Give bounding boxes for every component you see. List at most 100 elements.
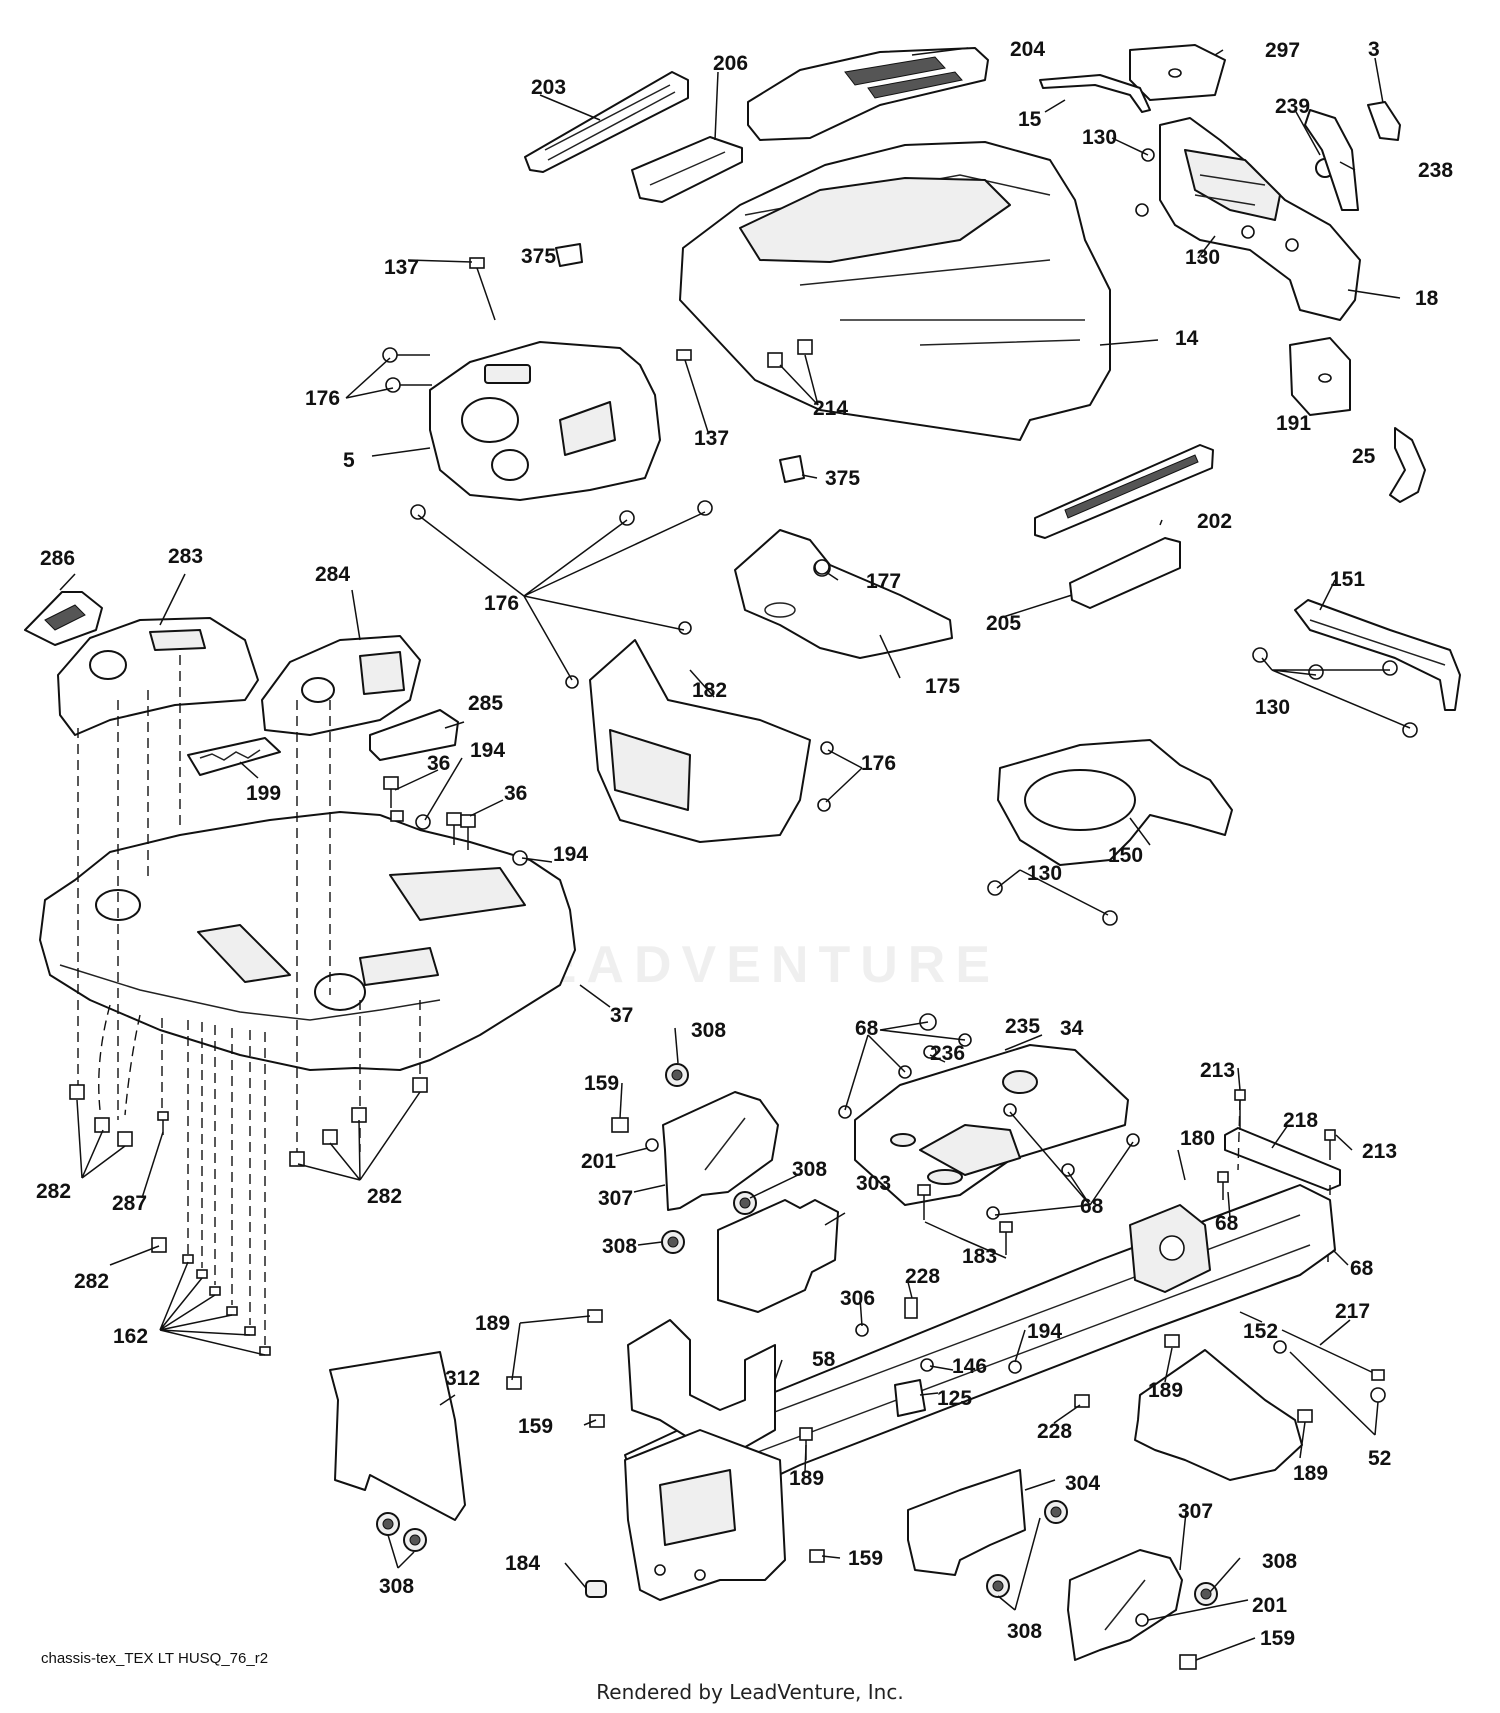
callout-159-b: 159 [518, 1415, 553, 1438]
callout-68-a: 68 [855, 1017, 879, 1040]
callout-283: 283 [168, 545, 203, 568]
callout-18: 18 [1415, 287, 1439, 310]
part-5-dash [429, 341, 661, 501]
part-177-nut [814, 559, 830, 575]
callout-235: 235 [1005, 1015, 1040, 1038]
part-304-bracket [907, 1469, 1026, 1576]
callout-307-a: 307 [598, 1187, 633, 1210]
watermark: LEADVENTURE [499, 936, 1001, 994]
callout-375-b: 375 [825, 467, 860, 490]
callout-180: 180 [1180, 1127, 1215, 1150]
part-284-cover [261, 635, 421, 736]
part-228-306-194-146-125 [855, 1297, 1090, 1417]
callout-297: 297 [1265, 39, 1300, 62]
callout-203: 203 [531, 76, 566, 99]
diagram-name: chassis-tex_TEX LT HUSQ_76_r2 [41, 1650, 269, 1667]
callout-labels: 203 206 204 297 3 15 239 130 238 130 18 … [36, 38, 1453, 1650]
part-308-knobs [376, 1063, 1218, 1606]
callout-189-c: 189 [789, 1467, 824, 1490]
callout-308-f: 308 [1007, 1620, 1042, 1643]
part-307-bracket [662, 1091, 1183, 1661]
callout-189-d: 189 [1293, 1462, 1328, 1485]
callout-182: 182 [692, 679, 727, 702]
callout-213-a: 213 [1200, 1059, 1235, 1082]
callout-201-a: 201 [581, 1150, 616, 1173]
callout-308-a: 308 [691, 1019, 726, 1042]
callout-202: 202 [1197, 510, 1232, 533]
callout-194-a: 194 [470, 739, 505, 762]
part-130-bolts [987, 148, 1418, 926]
part-312-plate [329, 1351, 466, 1521]
callout-125: 125 [937, 1387, 972, 1410]
callout-282-b: 282 [367, 1185, 402, 1208]
part-199-insert [187, 737, 281, 776]
callout-130-c: 130 [1255, 696, 1290, 719]
part-184-bumper [585, 1580, 607, 1598]
callout-176-c: 176 [861, 752, 896, 775]
part-18-front [1159, 117, 1361, 321]
part-58-frame [624, 1319, 786, 1601]
part-217-rod [1273, 1329, 1386, 1403]
callout-282-c: 282 [74, 1270, 109, 1293]
part-287-screw [157, 1111, 169, 1135]
part-238-light [1304, 109, 1359, 211]
callout-151: 151 [1330, 568, 1365, 591]
callout-312: 312 [445, 1367, 480, 1390]
callout-214: 214 [813, 397, 848, 420]
callout-68-d: 68 [1350, 1257, 1374, 1280]
callout-204: 204 [1010, 38, 1045, 61]
callout-162: 162 [113, 1325, 148, 1348]
part-150-shroud [997, 739, 1233, 866]
callout-25: 25 [1352, 445, 1376, 468]
callout-130-b: 130 [1185, 246, 1220, 269]
part-151-bracket [1294, 599, 1461, 711]
callout-150: 150 [1108, 844, 1143, 867]
part-201-159-hardware [589, 1117, 1197, 1670]
part-214-clips [767, 339, 813, 368]
callout-176-a: 176 [305, 387, 340, 410]
part-285-bracket [369, 709, 459, 761]
part-36-bolts [383, 776, 528, 866]
callout-177: 177 [866, 570, 901, 593]
callout-306: 306 [840, 1287, 875, 1310]
part-152-shield [1134, 1349, 1303, 1481]
callout-130-d: 130 [1027, 862, 1062, 885]
callout-183: 183 [962, 1245, 997, 1268]
callout-36-b: 36 [504, 782, 527, 805]
callout-52: 52 [1368, 1447, 1391, 1470]
callout-304: 304 [1065, 1472, 1100, 1495]
part-15-strip [1039, 74, 1151, 113]
part-375-clip [555, 243, 805, 483]
callout-14: 14 [1175, 327, 1199, 350]
part-282-clips [69, 1077, 428, 1253]
callout-159-a: 159 [584, 1072, 619, 1095]
callout-228-a: 228 [905, 1265, 940, 1288]
part-137-pins [469, 257, 692, 361]
callout-175: 175 [925, 675, 960, 698]
callout-307-b: 307 [1178, 1500, 1213, 1523]
callout-36-a: 36 [427, 752, 450, 775]
callout-375-a: 375 [521, 245, 556, 268]
callout-213-b: 213 [1362, 1140, 1397, 1163]
callout-218: 218 [1283, 1109, 1318, 1132]
callout-303: 303 [856, 1172, 891, 1195]
part-34-plate [854, 1044, 1129, 1206]
part-14-hood [679, 141, 1111, 441]
callout-217: 217 [1335, 1300, 1370, 1323]
callout-5: 5 [343, 449, 355, 472]
callout-152: 152 [1243, 1320, 1278, 1343]
callout-191: 191 [1276, 412, 1311, 435]
part-283-cover [57, 617, 259, 736]
callout-3: 3 [1368, 38, 1380, 61]
callout-189-a: 189 [475, 1312, 510, 1335]
leader-lines [59, 47, 1411, 1661]
callout-236: 236 [930, 1042, 965, 1065]
callout-176-b: 176 [484, 592, 519, 615]
callout-308-d: 308 [1262, 1550, 1297, 1573]
callout-194-c: 194 [1027, 1320, 1062, 1343]
callout-308-b: 308 [792, 1158, 827, 1181]
callout-137-b: 137 [694, 427, 729, 450]
callout-205: 205 [986, 612, 1021, 635]
part-286-knob [24, 591, 103, 646]
